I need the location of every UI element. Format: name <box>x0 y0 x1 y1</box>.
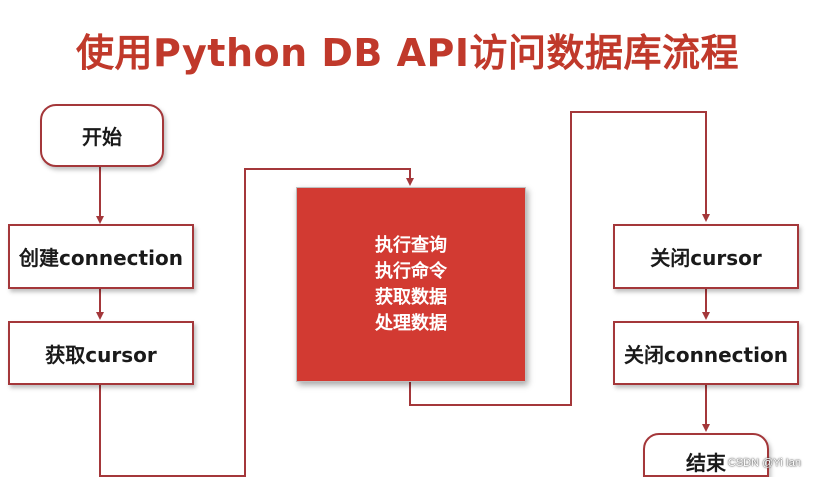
create-connection-node: 创建connection <box>8 224 194 289</box>
connector-cursor-to-center <box>99 168 414 477</box>
step-fetch-data: 获取数据 <box>375 286 447 308</box>
close-connection-node: 关闭connection <box>613 321 799 385</box>
end-node: 结束 <box>643 433 769 477</box>
get-cursor-node: 获取cursor <box>8 321 194 385</box>
close-cursor-node: 关闭cursor <box>613 224 799 289</box>
get-cursor-label: 获取cursor <box>45 342 157 367</box>
step-process-data: 处理数据 <box>375 312 447 334</box>
close-connection-label: 关闭connection <box>624 342 788 367</box>
process-steps-box: 执行查询 执行命令 获取数据 处理数据 <box>296 187 526 382</box>
start-node: 开始 <box>40 104 164 167</box>
watermark: CSDN @Yi Ian <box>727 457 801 469</box>
connector-center-to-close-cursor <box>409 111 710 406</box>
end-node-label: 结束 <box>686 451 726 475</box>
close-cursor-label: 关闭cursor <box>650 246 762 270</box>
create-connection-label: 创建connection <box>19 246 183 270</box>
diagram-title: 使用Python DB API访问数据库流程 <box>75 31 740 75</box>
start-node-label: 开始 <box>82 125 122 149</box>
step-execute-command: 执行命令 <box>375 260 447 282</box>
step-execute-query: 执行查询 <box>375 234 447 256</box>
